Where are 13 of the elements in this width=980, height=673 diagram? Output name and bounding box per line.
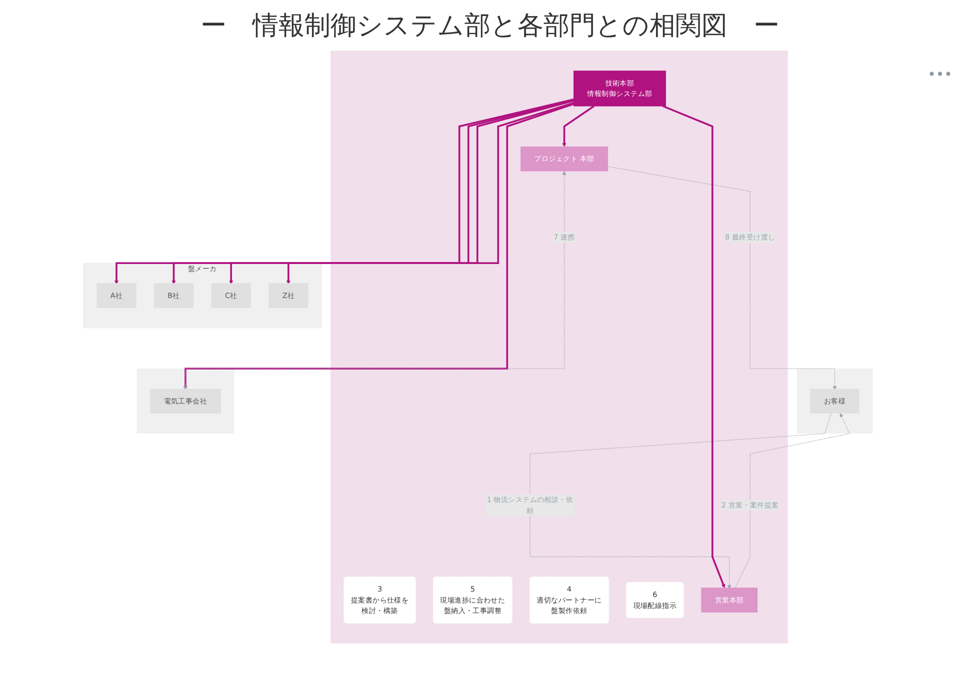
cluster (136, 368, 234, 434)
cluster (796, 368, 872, 434)
ellipsis-label: ••• (928, 67, 952, 83)
arrow (562, 105, 594, 147)
arrow (662, 105, 725, 588)
arrow (607, 166, 836, 390)
arrow (183, 103, 574, 390)
arrow (286, 102, 574, 284)
arrow (183, 171, 566, 390)
arrow (734, 413, 850, 588)
cluster (330, 50, 788, 644)
diagram-title: ー 情報制御システム部と各部門との相関図 ー (200, 10, 780, 43)
arrow (529, 412, 832, 589)
